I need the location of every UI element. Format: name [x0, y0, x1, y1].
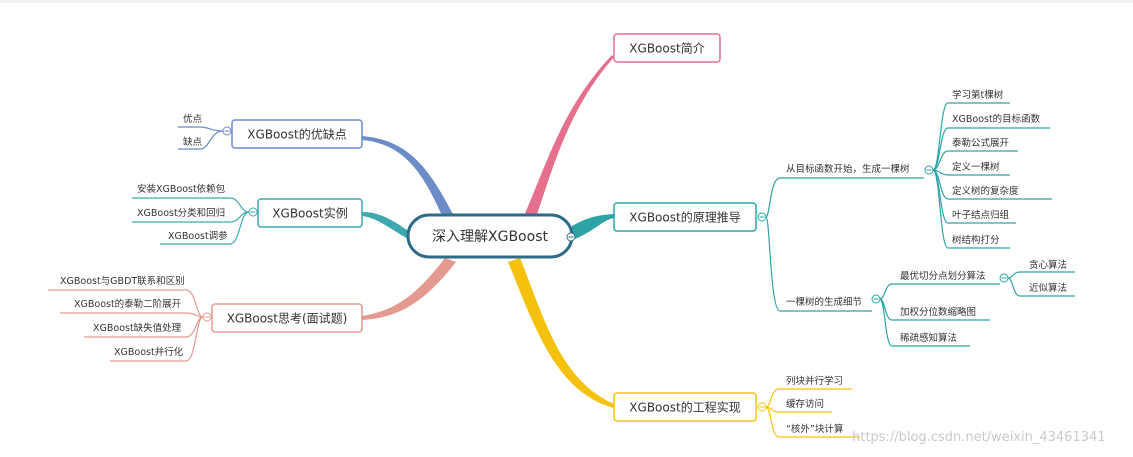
examples-leaf-install[interactable]: 安装XGBoost依赖包	[137, 183, 226, 195]
principle-node[interactable]	[613, 202, 757, 232]
pros-cons-node[interactable]	[231, 119, 363, 149]
connector-intro	[520, 55, 614, 229]
connector-thinking	[362, 258, 456, 320]
engineering-label: XGBoost的工程实现	[629, 400, 740, 415]
examples-node[interactable]	[257, 198, 363, 228]
sub1-leaf-taylor[interactable]: 泰勒公式展开	[952, 137, 1010, 149]
examples-leaf-tuning[interactable]: XGBoost调参	[168, 230, 228, 242]
connector-pros-cons	[362, 136, 455, 220]
principle-sub1-label[interactable]: 从目标函数开始，生成一棵树	[786, 163, 910, 175]
sub1-leaf-group[interactable]: 叶子结点归组	[952, 209, 1010, 221]
thinking-leaf-parallel[interactable]: XGBoost并行化	[114, 346, 184, 358]
principle-label: XGBoost的原理推导	[629, 210, 740, 225]
center-label: 深入理解XGBoost	[432, 229, 548, 245]
engineering-leaf-block[interactable]: 列块并行学习	[786, 375, 843, 387]
thinking-node[interactable]	[211, 303, 363, 333]
sub1-leaf-complexity[interactable]: 定义树的复杂度	[952, 185, 1019, 197]
intro-node[interactable]	[613, 33, 721, 63]
thinking-leaf-missing[interactable]: XGBoost缺失值处理	[93, 322, 182, 334]
thinking-label: XGBoost思考(面试题)	[227, 311, 348, 326]
thinking-leaf-taylor[interactable]: XGBoost的泰勒二阶展开	[74, 298, 182, 310]
split-leaf-approx[interactable]: 近似算法	[1029, 282, 1067, 294]
pros-leaf[interactable]: 优点	[183, 113, 203, 125]
engineering-leaf-outofcore[interactable]: “核外”块计算	[786, 423, 843, 435]
sub1-leaf-learn-tree[interactable]: 学习第t棵树	[952, 89, 1004, 101]
connector-engineering	[508, 258, 614, 408]
sub1-leaf-objective[interactable]: XGBoost的目标函数	[952, 113, 1041, 125]
sub2-leaf-quantile[interactable]: 加权分位数缩略图	[900, 306, 976, 318]
intro-label: XGBoost简介	[629, 42, 704, 56]
connector-examples	[362, 212, 410, 240]
engineering-node[interactable]	[613, 392, 757, 422]
principle-sub2-label[interactable]: 一棵树的生成细节	[786, 296, 862, 308]
pros-cons-label: XGBoost的优缺点	[247, 127, 346, 142]
thinking-leaf-gbdt[interactable]: XGBoost与GBDT联系和区别	[60, 276, 185, 287]
examples-label: XGBoost实例	[272, 206, 347, 221]
engineering-leaf-cache[interactable]: 缓存访问	[786, 398, 824, 410]
sub2-split-label[interactable]: 最优切分点划分算法	[900, 270, 986, 282]
top-divider	[0, 0, 1133, 3]
sub1-leaf-define-tree[interactable]: 定义一棵树	[952, 161, 1000, 173]
watermark: https://blog.csdn.net/weixin_43461341	[852, 430, 1106, 445]
examples-leaf-classify[interactable]: XGBoost分类和回归	[137, 207, 225, 219]
sub1-leaf-score[interactable]: 树结构打分	[952, 234, 1000, 246]
sub2-leaf-sparse[interactable]: 稀疏感知算法	[900, 332, 957, 344]
cons-leaf[interactable]: 缺点	[183, 136, 203, 148]
connector-principle	[572, 214, 614, 240]
split-leaf-greedy[interactable]: 贪心算法	[1029, 259, 1067, 271]
